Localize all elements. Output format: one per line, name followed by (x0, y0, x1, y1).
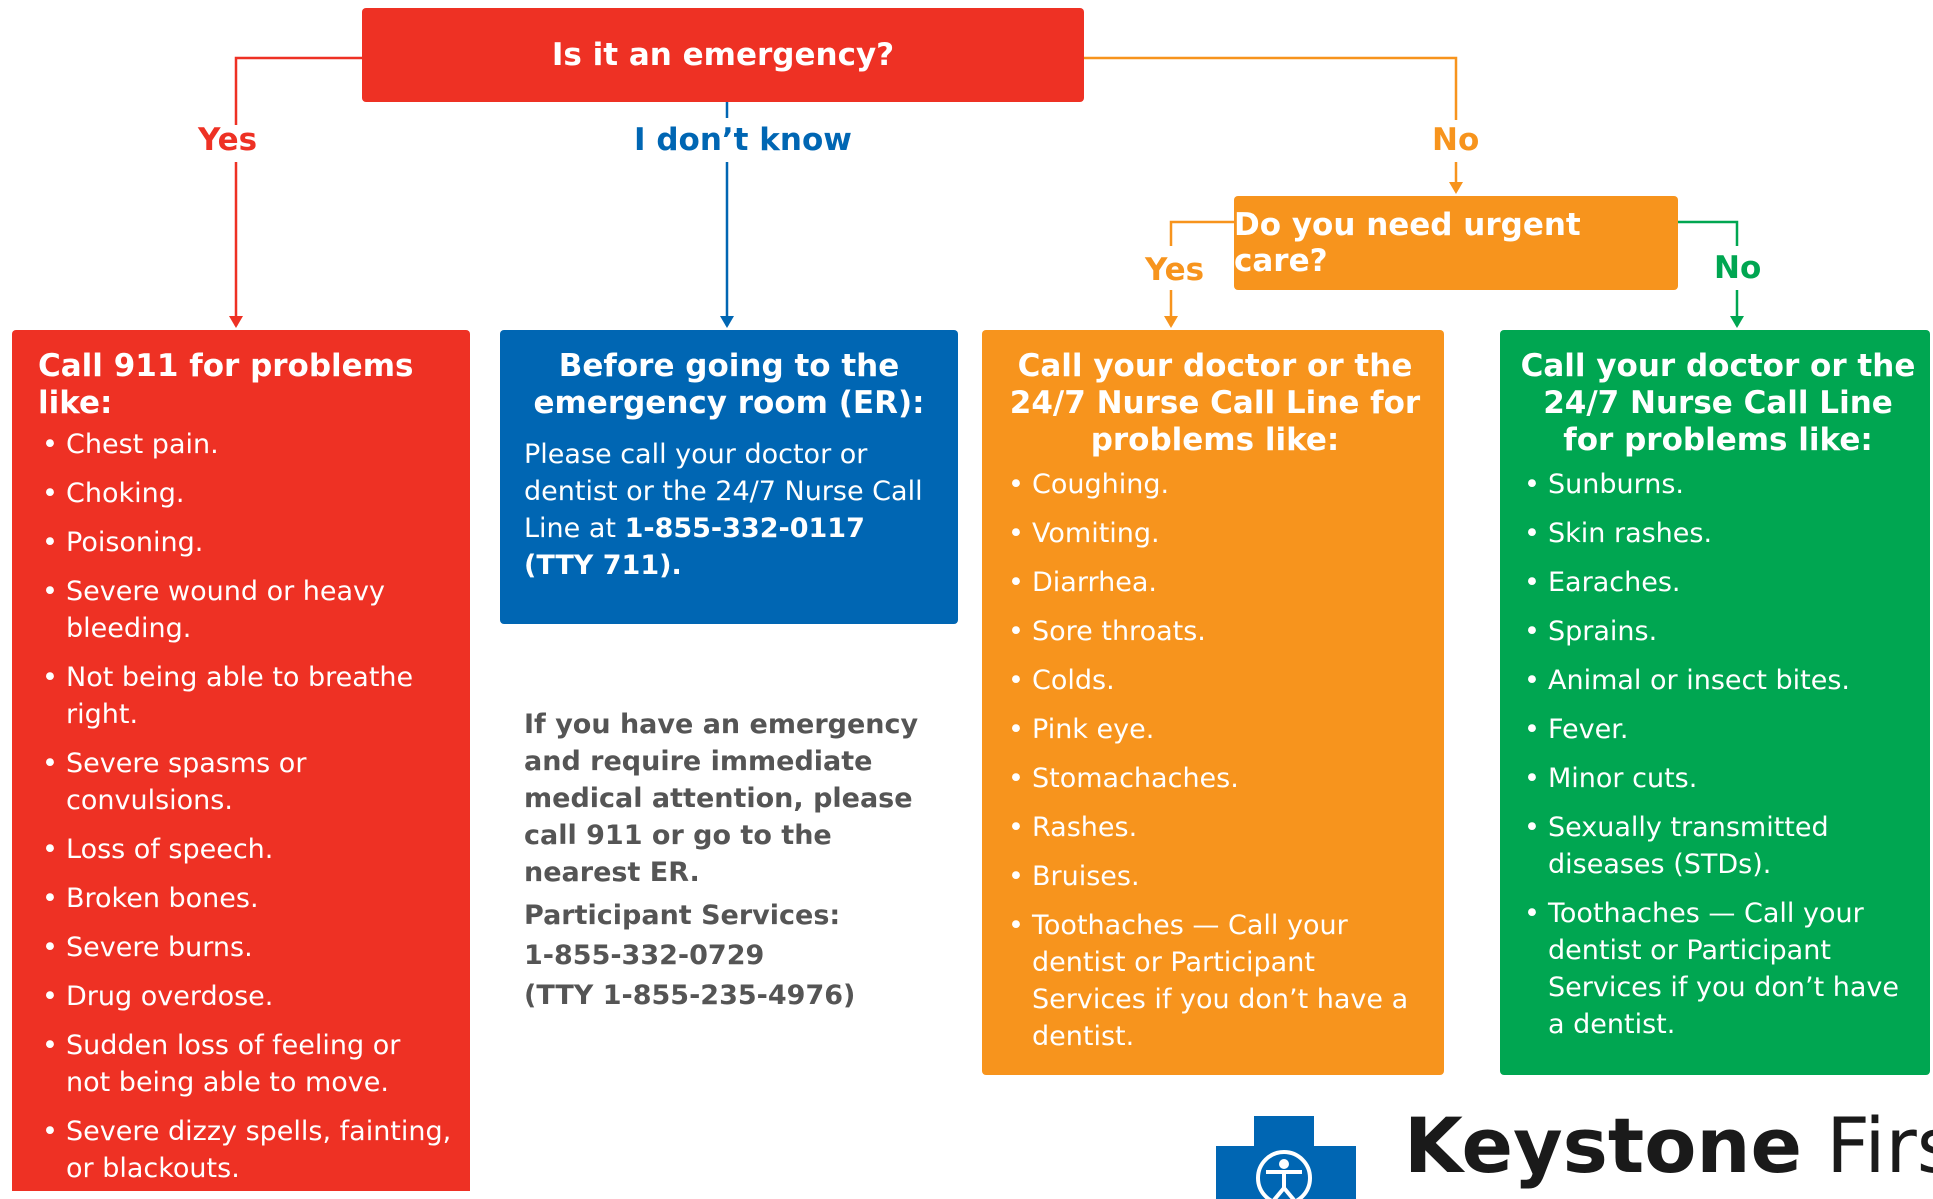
list-item: Choking. (38, 475, 452, 512)
list-item: Sprains. (1520, 613, 1916, 650)
list-item: Diarrhea. (1004, 564, 1426, 601)
list-item: Earaches. (1520, 564, 1916, 601)
list-item: Rashes. (1004, 809, 1426, 846)
list-item: Sexually transmitted diseases (STDs). (1520, 809, 1916, 883)
emergency-column: Call 911 for problems like: Chest pain. … (12, 330, 470, 1191)
answer-yes: Yes (198, 122, 258, 158)
list-item: Severe wound or heavy bleeding. (38, 573, 452, 647)
list-item: Bruises. (1004, 858, 1426, 895)
answer-no: No (1432, 122, 1480, 158)
non-urgent-column: Call your doctor or the 24/7 Nurse Call … (1500, 330, 1930, 1075)
unsure-column-title: Before going to the emergency room (ER): (533, 348, 925, 422)
emergency-list: Chest pain. Choking. Poisoning. Severe w… (38, 426, 452, 1187)
urgent-care-list: Coughing. Vomiting. Diarrhea. Sore throa… (1004, 466, 1426, 1055)
list-item: Drug overdose. (38, 978, 452, 1015)
list-item: Severe burns. (38, 929, 452, 966)
yes-connector (234, 56, 362, 125)
list-item: Sore throats. (1004, 613, 1426, 650)
list-item: Skin rashes. (1520, 515, 1916, 552)
emergency-question: Is it an emergency? (551, 37, 895, 73)
list-item: Sunburns. (1520, 466, 1916, 503)
answer-dont-know: I don’t know (634, 122, 852, 158)
list-item: Toothaches — Call your dentist or Partic… (1520, 895, 1916, 1043)
urgent-care-column-title: Call your doctor or the 24/7 Nurse Call … (1009, 348, 1421, 459)
list-item: Poisoning. (38, 524, 452, 561)
list-item: Sudden loss of feeling or not being able… (38, 1027, 452, 1101)
brand-name-bold: Keystone (1404, 1101, 1803, 1190)
list-item: Chest pain. (38, 426, 452, 463)
participant-services-phone: 1-855-332-0729 (524, 940, 765, 971)
urgent-yes-connector (1169, 220, 1234, 246)
urgent-care-column: Call your doctor or the 24/7 Nurse Call … (982, 330, 1444, 1075)
emergency-note: If you have an emergency and require imm… (524, 706, 944, 891)
brand-name-light: First (1826, 1101, 1933, 1190)
no-connector (1084, 56, 1458, 120)
list-item: Minor cuts. (1520, 760, 1916, 797)
non-urgent-list: Sunburns. Skin rashes. Earaches. Sprains… (1520, 466, 1916, 1043)
participant-services-tty: (TTY 1-855-235-4976) (524, 980, 856, 1011)
list-item: Animal or insect bites. (1520, 662, 1916, 699)
list-item: Colds. (1004, 662, 1426, 699)
urgent-care-question-box: Do you need urgent care? (1234, 196, 1678, 290)
unsure-column: Before going to the emergency room (ER):… (500, 330, 958, 624)
list-item: Toothaches — Call your dentist or Partic… (1004, 907, 1426, 1055)
urgent-answer-yes: Yes (1145, 252, 1205, 288)
list-item: Severe spasms or convulsions. (38, 745, 452, 819)
participant-services-label: Participant Services: (524, 900, 841, 931)
list-item: Stomachaches. (1004, 760, 1426, 797)
participant-services: Participant Services: 1-855-332-0729 (TT… (524, 896, 944, 1016)
emergency-question-box: Is it an emergency? (362, 8, 1084, 102)
list-item: Vomiting. (1004, 515, 1426, 552)
urgent-no-connector (1678, 220, 1739, 246)
keystone-first-logo: Keystone First (1216, 1104, 1933, 1199)
unsure-body-text: Please call your doctor or dentist or th… (524, 439, 923, 545)
list-item: Loss of speech. (38, 831, 452, 868)
emergency-column-title: Call 911 for problems like: (38, 348, 414, 422)
list-item: Coughing. (1004, 466, 1426, 503)
list-item: Severe dizzy spells, fainting, or blacko… (38, 1113, 452, 1187)
non-urgent-column-title: Call your doctor or the 24/7 Nurse Call … (1520, 348, 1916, 459)
list-item: Pink eye. (1004, 711, 1426, 748)
urgent-care-question: Do you need urgent care? (1234, 207, 1581, 279)
nurse-line-phone: 1-855-332-0117 (TTY 711). (524, 513, 865, 582)
emergency-note-text: If you have an emergency and require imm… (524, 709, 919, 888)
list-item: Not being able to breathe right. (38, 659, 452, 733)
list-item: Broken bones. (38, 880, 452, 917)
list-item: Fever. (1520, 711, 1916, 748)
blue-cross-icon (1216, 1116, 1356, 1199)
unsure-column-body: Please call your doctor or dentist or th… (524, 436, 934, 584)
urgent-answer-no: No (1714, 250, 1762, 286)
